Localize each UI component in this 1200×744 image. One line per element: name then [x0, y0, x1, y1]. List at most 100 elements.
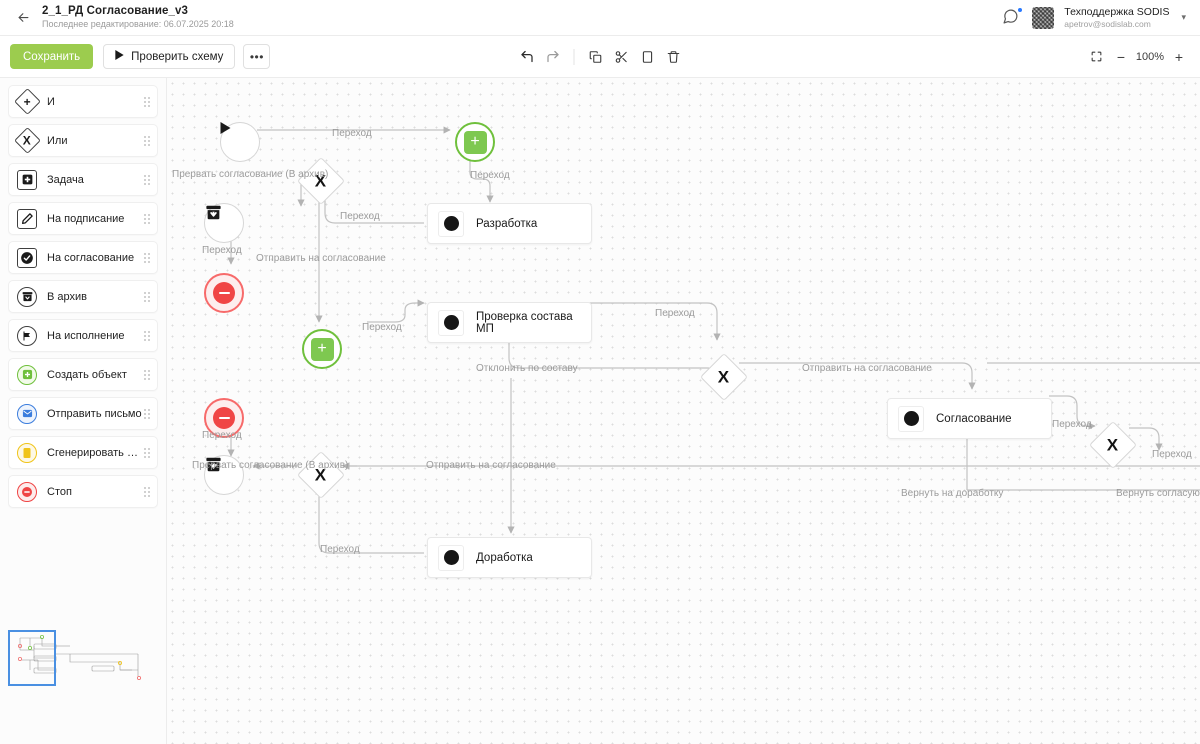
drag-grip-icon[interactable]: [144, 252, 150, 263]
x-gateway-icon: X: [1107, 435, 1119, 455]
palette-item-label: На подписание: [47, 212, 125, 225]
palette-item-6[interactable]: На исполнение: [8, 319, 158, 352]
flow-node-proverka[interactable]: Проверка состава МП: [427, 302, 592, 343]
zoom-out-button[interactable]: −: [1116, 48, 1126, 65]
unread-badge-dot: [1017, 6, 1024, 13]
flow-node-dorabotka[interactable]: Доработка: [427, 537, 592, 578]
flow-canvas[interactable]: + X Разработка + Проверка состава МП X X Соглас…: [167, 78, 1200, 744]
flow-node-xor4[interactable]: X: [1088, 420, 1138, 470]
stop-icon: [213, 407, 235, 429]
drag-grip-icon[interactable]: [144, 291, 150, 302]
xor-gateway-node[interactable]: X: [1088, 420, 1138, 470]
and-gateway-icon: +: [13, 88, 41, 115]
palette-item-10[interactable]: Стоп: [8, 475, 158, 508]
last-edited-label: Последнее редактирование: 06.07.2025 20:…: [42, 19, 234, 30]
xor-gateway-node[interactable]: X: [699, 352, 749, 402]
drag-grip-icon[interactable]: [144, 135, 150, 146]
zoom-level-value: 100%: [1135, 50, 1165, 63]
archive-node[interactable]: [204, 203, 244, 243]
check-scheme-button[interactable]: Проверить схему: [103, 44, 236, 69]
flow-graph: + X Разработка + Проверка состава МП X X Соглас…: [167, 78, 1200, 744]
zoom-in-button[interactable]: +: [1174, 48, 1184, 65]
toolbar-divider: [573, 48, 575, 65]
send-mail-icon: [16, 403, 38, 425]
palette-item-0[interactable]: +И: [8, 85, 158, 118]
page-title: 2_1_РД Согласование_v3: [42, 5, 188, 18]
flow-node-archive2[interactable]: [204, 455, 244, 495]
palette-item-4[interactable]: На согласование: [8, 241, 158, 274]
avatar[interactable]: [1032, 6, 1055, 29]
palette-item-8[interactable]: Отправить письмо: [8, 397, 158, 430]
task-node[interactable]: Согласование: [887, 398, 1052, 439]
palette-item-9[interactable]: Сгенерировать ф...: [8, 436, 158, 469]
flow-node-razrabotka[interactable]: Разработка: [427, 203, 592, 244]
xor-gateway-node[interactable]: X: [296, 450, 346, 500]
drag-grip-icon[interactable]: [144, 369, 150, 380]
chevron-down-icon[interactable]: ▾: [1181, 12, 1186, 22]
back-arrow-icon[interactable]: [12, 7, 34, 29]
palette-item-7[interactable]: Создать объект: [8, 358, 158, 391]
play-icon: [115, 50, 124, 63]
task-node[interactable]: Проверка состава МП: [427, 302, 592, 343]
flow-node-soglasovanie[interactable]: Согласование: [887, 398, 1052, 439]
stop-node[interactable]: [204, 398, 244, 438]
delete-icon[interactable]: [662, 45, 686, 69]
minimap[interactable]: [8, 626, 160, 690]
palette-item-3[interactable]: На подписание: [8, 202, 158, 235]
flow-node-and1[interactable]: +: [455, 122, 495, 162]
drag-grip-icon[interactable]: [144, 174, 150, 185]
document-meta: 2_1_РД Согласование_v3 Последнее редакти…: [42, 5, 234, 30]
flow-node-xor2[interactable]: X: [699, 352, 749, 402]
flow-node-stop2[interactable]: [204, 398, 244, 438]
stop-node[interactable]: [204, 273, 244, 313]
palette-item-label: На исполнение: [47, 329, 125, 342]
approve-check-icon: [16, 247, 38, 269]
undo-icon[interactable]: [515, 45, 539, 69]
user-email: apetrov@sodislab.com: [1064, 18, 1151, 29]
edit-tool-group: [515, 45, 686, 69]
flow-node-xor3[interactable]: X: [296, 450, 346, 500]
save-button[interactable]: Сохранить: [10, 44, 94, 69]
user-info[interactable]: Техподдержка SODIS apetrov@sodislab.com: [1064, 6, 1169, 29]
palette-item-2[interactable]: Задача: [8, 163, 158, 196]
minimap-viewport[interactable]: [8, 630, 56, 686]
drag-grip-icon[interactable]: [144, 408, 150, 419]
copy-icon[interactable]: [584, 45, 608, 69]
flow-node-start[interactable]: [220, 122, 260, 162]
palette-item-5[interactable]: В архив: [8, 280, 158, 313]
fit-screen-icon[interactable]: [1085, 46, 1107, 68]
flow-node-stop1[interactable]: [204, 273, 244, 313]
and-gateway-node[interactable]: +: [302, 329, 342, 369]
drag-grip-icon[interactable]: [144, 96, 150, 107]
task-node[interactable]: Доработка: [427, 537, 592, 578]
drag-grip-icon[interactable]: [144, 213, 150, 224]
plus-gateway-icon: +: [310, 337, 334, 361]
paste-icon[interactable]: [636, 45, 660, 69]
more-options-button[interactable]: •••: [243, 44, 271, 69]
xor-gateway-node[interactable]: X: [296, 156, 346, 206]
plus-gateway-icon: +: [463, 130, 487, 154]
editor-toolbar: Сохранить Проверить схему •••: [0, 36, 1200, 78]
chat-bubble-icon[interactable]: [1002, 6, 1024, 28]
archive-node[interactable]: [204, 455, 244, 495]
redo-icon[interactable]: [541, 45, 565, 69]
flow-node-and2[interactable]: +: [302, 329, 342, 369]
palette-item-label: Или: [47, 134, 68, 147]
start-node[interactable]: [220, 122, 260, 162]
drag-grip-icon[interactable]: [144, 486, 150, 497]
drag-grip-icon[interactable]: [144, 447, 150, 458]
and-gateway-node[interactable]: +: [455, 122, 495, 162]
palette-item-label: Задача: [47, 173, 84, 186]
flow-node-xor1[interactable]: X: [296, 156, 346, 206]
palette-item-label: И: [47, 95, 55, 108]
flow-node-archive1[interactable]: [204, 203, 244, 243]
task-node[interactable]: Разработка: [427, 203, 592, 244]
drag-grip-icon[interactable]: [144, 330, 150, 341]
cut-icon[interactable]: [610, 45, 634, 69]
approve-check-icon: [428, 538, 464, 571]
task-icon: [16, 169, 38, 191]
approve-check-icon: [428, 303, 464, 336]
approve-check-icon: [888, 399, 924, 432]
